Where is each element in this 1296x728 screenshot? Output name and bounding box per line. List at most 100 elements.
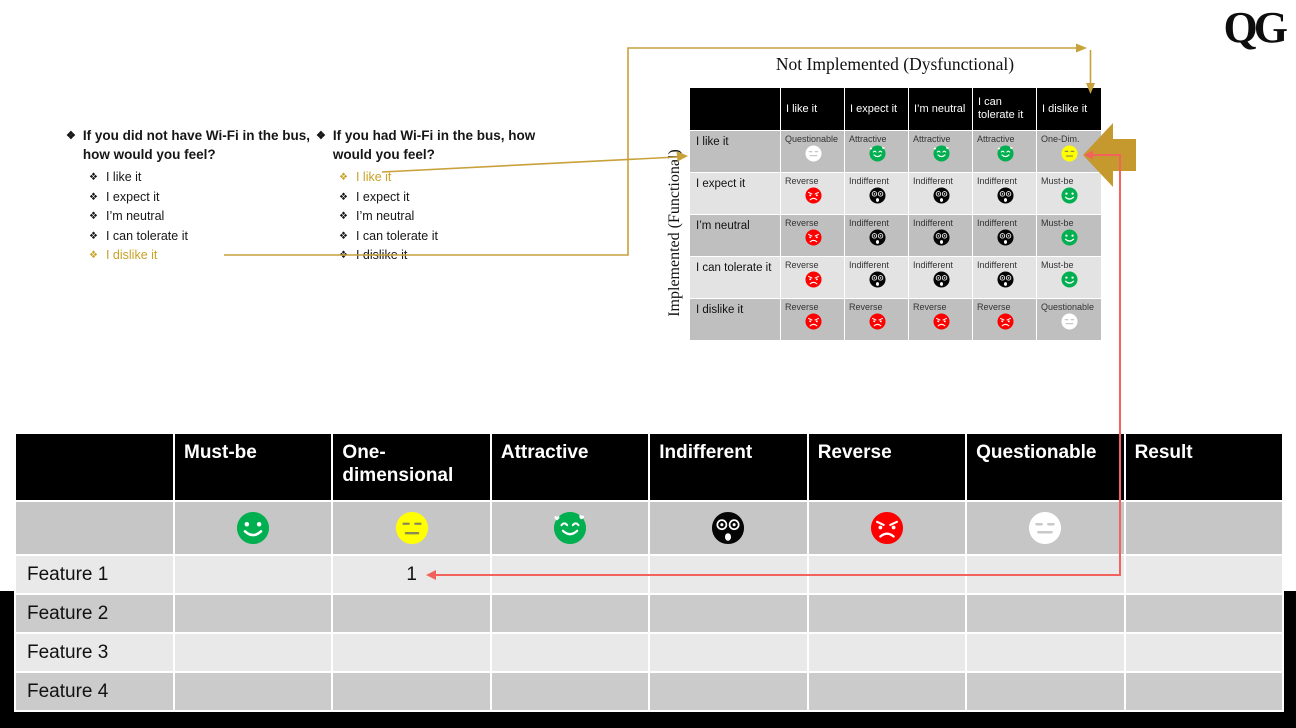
result-empty-cell [967,595,1124,632]
must-be-emoji [1061,187,1078,204]
kano-cell-label: Indifferent [913,260,953,270]
questionable-emoji [1061,313,1078,330]
kano-cell-label: Indifferent [977,176,1017,186]
kano-row-header: I can tolerate it [690,257,780,298]
kano-cell-label: Indifferent [977,260,1017,270]
question-option: ❖I can tolerate it [66,227,314,247]
result-emoji-cell-empty [16,502,173,554]
result-empty-cell [491,556,649,593]
gold-arrowhead-right-icon [1076,43,1087,53]
kano-cell-label: Reverse [849,302,883,312]
kano-row-header: I dislike it [690,299,780,340]
kano-cell-attractive: Attractive [845,131,908,172]
reverse-emoji [868,313,886,330]
result-column-header: Result [1125,434,1282,500]
must-be-emoji [236,511,270,545]
diamond-bullet-icon: ❖ [339,191,348,203]
indifferent-emoji [996,271,1014,288]
question-option: ❖I dislike it [66,246,314,266]
kano-cell-label: Indifferent [913,176,953,186]
reverse-emoji [996,313,1014,330]
diamond-bullet-icon: ❖ [89,172,98,183]
kano-cell-label: Indifferent [849,218,889,228]
kano-cell-label: Indifferent [849,260,889,270]
feature-label: Feature 4 [16,673,173,710]
kano-cell-label: Reverse [913,302,947,312]
result-empty-cell [808,556,966,593]
question-option-label: I like it [355,170,392,184]
kano-cell-label: One-Dim. [1041,134,1080,144]
kano-cell-label: Attractive [977,134,1015,144]
kano-cell-reverse: Reverse [909,299,972,340]
kano-cell-indifferent: Indifferent [973,215,1036,256]
question-option-label: I expect it [355,189,410,204]
diamond-bullet-icon: ❖ [316,130,326,142]
question-option: ❖I’m neutral [66,207,314,227]
result-empty-cell [333,634,490,671]
result-emoji-cell-must-be [175,502,332,554]
result-empty-cell [808,595,966,632]
result-emoji-cell-indifferent [650,502,807,554]
reverse-emoji [804,271,822,288]
kano-cell-label: Reverse [785,302,819,312]
indifferent-emoji [868,187,886,204]
question-option: ❖I like it [316,168,564,188]
kano-cell-label: Reverse [785,218,819,228]
diamond-bullet-icon: ❖ [89,191,98,203]
kano-column-header: I like it [781,88,844,130]
kano-cell-questionable: Questionable [781,131,844,172]
kano-cell-label: Must-be [1041,218,1074,228]
attractive-emoji [868,145,886,162]
kano-cell-attractive: Attractive [973,131,1036,172]
attractive-emoji [553,511,587,545]
result-emoji-cell-one-dimensional [333,502,490,554]
kano-column-header: I expect it [845,88,908,130]
diamond-bullet-icon: ❖ [339,230,348,242]
kano-cell-reverse: Reverse [781,299,844,340]
question-option: ❖I’m neutral [316,207,564,227]
result-column-header [16,434,173,500]
kano-cell-indifferent: Indifferent [909,173,972,214]
indifferent-emoji [996,229,1014,246]
kano-cell-indifferent: Indifferent [909,257,972,298]
question-option-label: I’m neutral [105,209,165,223]
result-empty-cell [967,556,1124,593]
result-empty-cell [491,673,649,710]
question-option-label: I’m neutral [355,209,415,223]
brand-logo: QG [1223,3,1288,52]
kano-cell-label: Attractive [913,134,951,144]
question-option: ❖I can tolerate it [316,227,564,247]
reverse-emoji [870,511,904,545]
result-value-cell: 1 [333,556,490,593]
kano-cell-indifferent: Indifferent [845,173,908,214]
kano-corner-cell [690,88,780,130]
question-option: ❖I like it [66,168,314,188]
kano-cell-indifferent: Indifferent [973,257,1036,298]
attractive-emoji [996,145,1014,162]
result-emoji-cell-questionable [967,502,1124,554]
diamond-bullet-icon: ❖ [89,230,98,242]
kano-row-header: I’m neutral [690,215,780,256]
kano-cell-reverse: Reverse [845,299,908,340]
result-empty-cell [1125,673,1282,710]
kano-cell-attractive: Attractive [909,131,972,172]
attractive-emoji [932,145,950,162]
indifferent-emoji [868,271,886,288]
indifferent-emoji [932,271,950,288]
kano-cell-reverse: Reverse [781,215,844,256]
kano-column-header: I dislike it [1037,88,1101,130]
kano-cell-label: Questionable [785,134,839,144]
feature-label: Feature 1 [16,556,173,593]
feature-label: Feature 2 [16,595,173,632]
kano-top-axis-label: Not Implemented (Dysfunctional) [775,54,1015,74]
one-dimensional-emoji [395,511,429,545]
question-option-label: I dislike it [355,248,408,262]
result-empty-cell [650,673,807,710]
diamond-bullet-icon: ❖ [66,130,76,142]
kano-cell-label: Indifferent [977,218,1017,228]
indifferent-emoji [932,187,950,204]
indifferent-emoji [711,511,745,545]
result-emoji-cell-reverse [808,502,966,554]
kano-side-axis-label: Implemented (Functional) [666,149,683,317]
